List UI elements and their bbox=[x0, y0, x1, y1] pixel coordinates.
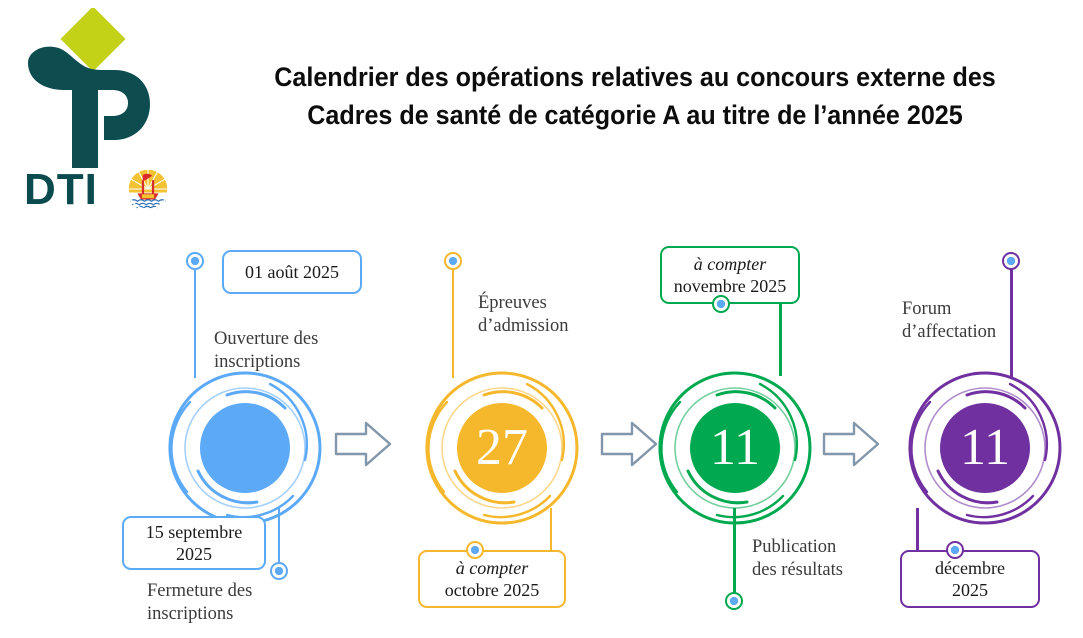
arrow-stage1-to-stage2 bbox=[334, 421, 392, 467]
stage4-bottom-box: décembre 2025 bbox=[900, 550, 1040, 608]
stage4-bottom-box-line1: décembre bbox=[935, 557, 1005, 578]
stage4-top-node bbox=[1002, 252, 1020, 270]
stage2-bottom-box: à compter octobre 2025 bbox=[418, 550, 566, 608]
stage-ouverture-inscriptions: 01 août 2025 Ouverture des inscriptions … bbox=[110, 228, 410, 638]
dti-logo: DTI bbox=[10, 8, 180, 212]
stage3-top-box-line2: novembre 2025 bbox=[673, 276, 787, 296]
stage1-top-caption: Ouverture des inscriptions bbox=[214, 329, 319, 373]
stage1-bottom-box-line2: 2025 bbox=[176, 544, 212, 564]
stage4-bottom-node bbox=[946, 541, 964, 559]
timeline: 01 août 2025 Ouverture des inscriptions … bbox=[0, 228, 1083, 638]
stage2-ring-graphic bbox=[425, 371, 579, 525]
stage-forum-affectation: 11 Forum d’affectation décembre 2025 bbox=[880, 228, 1083, 638]
french-polynesia-coat-of-arms bbox=[126, 167, 170, 211]
dti-logo-mark bbox=[28, 8, 150, 168]
stage2-bottom-box-line1: à compter bbox=[455, 557, 529, 578]
stage2-top-caption: Épreuves d’admission bbox=[478, 293, 569, 337]
stage1-bottom-node bbox=[270, 562, 288, 580]
stage4-top-caption: Forum d’affectation bbox=[902, 299, 997, 343]
stage3-top-node bbox=[712, 295, 730, 313]
stage1-bottom-box: 15 septembre 2025 bbox=[122, 516, 266, 570]
stage1-bottom-caption: Fermeture des inscriptions bbox=[147, 581, 253, 625]
stage2-bottom-node bbox=[466, 541, 484, 559]
stage1-top-box: 01 août 2025 bbox=[222, 250, 362, 294]
stage4-ring-graphic bbox=[908, 371, 1062, 525]
dti-logo-text: DTI bbox=[24, 165, 98, 214]
stage2-bottom-box-line2: octobre 2025 bbox=[444, 580, 540, 600]
stage1-bottom-box-line1: 15 septembre bbox=[145, 521, 243, 542]
stage-publication-resultats: 11 à compter novembre 2025 Publication d… bbox=[640, 228, 890, 638]
stage3-top-box-line1: à compter bbox=[693, 253, 767, 274]
stage1-top-node bbox=[186, 252, 204, 270]
stage4-bottom-connector bbox=[916, 508, 919, 550]
stage2-top-node bbox=[444, 252, 462, 270]
stage1-ring-graphic bbox=[168, 371, 322, 525]
stage2-top-connector bbox=[452, 269, 455, 378]
stage3-ring-graphic bbox=[658, 371, 812, 525]
stage1-top-connector bbox=[194, 269, 197, 378]
stage4-top-connector bbox=[1010, 269, 1013, 377]
arrow-stage2-to-stage3 bbox=[600, 421, 658, 467]
stage3-bottom-caption: Publication des résultats bbox=[752, 537, 843, 581]
stage3-bottom-node bbox=[725, 592, 743, 610]
page-title-line2: Cadres de santé de catégorie A au titre … bbox=[307, 100, 963, 131]
stage4-bottom-box-line2: 2025 bbox=[951, 580, 988, 600]
stage1-bottom-connector bbox=[278, 508, 281, 570]
page-title-line1: Calendrier des opérations relatives au c… bbox=[274, 62, 996, 92]
stage1-top-box-line1: 01 août 2025 bbox=[245, 261, 339, 282]
stage2-bottom-connector bbox=[550, 508, 553, 550]
stage3-top-box: à compter novembre 2025 bbox=[660, 246, 800, 304]
stage3-top-connector bbox=[779, 304, 782, 376]
arrow-stage3-to-stage4 bbox=[822, 421, 880, 467]
page-title: Calendrier des opérations relatives au c… bbox=[221, 58, 1049, 135]
stage3-bottom-connector bbox=[733, 508, 736, 598]
